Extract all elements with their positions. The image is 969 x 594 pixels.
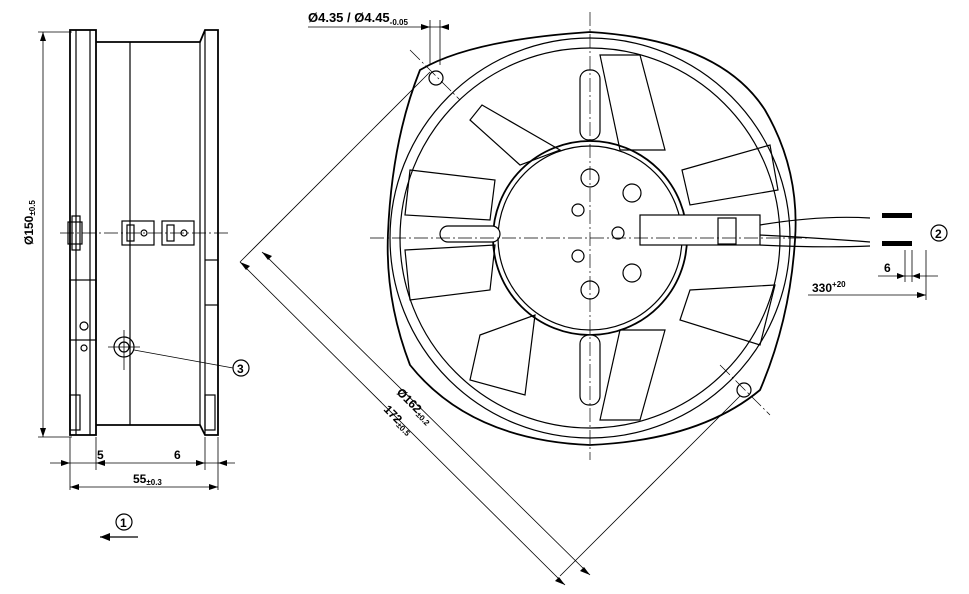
- callout-2: 2: [935, 227, 942, 241]
- side-view: [38, 29, 235, 541]
- depth-small-right-label: 6: [174, 448, 181, 462]
- svg-text:3: 3: [237, 362, 244, 376]
- callout-3: 3: [232, 359, 250, 377]
- svg-text:1: 1: [120, 516, 127, 530]
- callout-1: 1: [115, 513, 133, 531]
- front-view: [239, 12, 948, 586]
- depth-small-left-label: 5: [97, 448, 104, 462]
- lead-length-label: 330+20: [812, 280, 846, 295]
- height-diameter-label: Ø150±0.5: [22, 200, 37, 245]
- svg-text:2: 2: [935, 227, 942, 241]
- hole-diameter-label: Ø4.35 / Ø4.45-0.05: [308, 10, 408, 27]
- depth-total-label: 55±0.3: [133, 472, 162, 487]
- strip-length-label: 6: [884, 261, 891, 275]
